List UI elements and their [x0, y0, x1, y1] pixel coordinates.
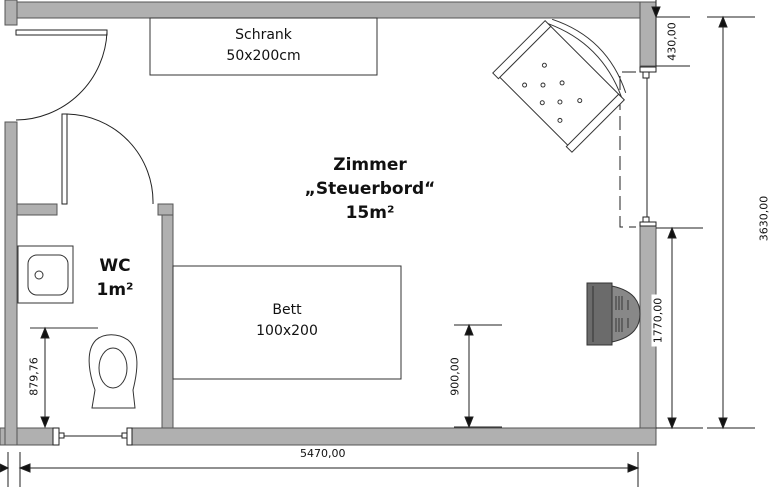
bottom-opening[interactable]	[52, 427, 133, 446]
dimension-lines	[0, 0, 755, 487]
dimension-parapet: 900,00	[448, 357, 462, 396]
wc-wall-right	[161, 214, 174, 429]
cushion-buttons	[522, 62, 583, 123]
top-wall	[14, 1, 656, 19]
left-wall-upper	[4, 0, 18, 26]
wc-wall-corner	[157, 203, 174, 216]
dimension-total-height: 3630,00	[757, 195, 771, 242]
bed-label: Bett 100x200	[173, 300, 401, 342]
bed-name: Bett	[272, 302, 302, 318]
wardrobe-name: Schrank	[235, 27, 292, 43]
entrance-door[interactable]	[15, 29, 108, 121]
room-area: 15m²	[345, 203, 395, 223]
wc-wall-top	[16, 203, 58, 216]
room-name: Zimmer	[333, 155, 407, 175]
bed	[172, 265, 402, 380]
armchair	[492, 18, 627, 153]
wardrobe-label: Schrank 50x200cm	[150, 25, 377, 67]
dimension-total-width: 5470,00	[300, 447, 346, 460]
toilet	[30, 327, 138, 409]
heater	[586, 282, 641, 346]
bottom-wall-right	[127, 427, 657, 446]
dimension-upper-wall: 430,00	[665, 22, 679, 61]
window[interactable]	[619, 66, 657, 228]
sink	[17, 245, 74, 304]
room-label: Zimmer „Steuerbord“ 15m²	[270, 153, 470, 225]
room-nickname: „Steuerbord“	[304, 179, 436, 199]
wc-door[interactable]	[61, 113, 154, 205]
dimension-lower-wall: 1770,00	[651, 294, 665, 347]
wardrobe-size: 50x200cm	[226, 48, 301, 64]
wc-label: WC 1m²	[80, 254, 150, 302]
wardrobe	[149, 17, 378, 76]
bed-size: 100x200	[256, 323, 318, 339]
left-wall-lower	[4, 121, 18, 446]
wc-area: 1m²	[96, 280, 134, 300]
wc-name: WC	[99, 256, 131, 276]
dimension-wc-distance: 879,76	[27, 357, 41, 396]
